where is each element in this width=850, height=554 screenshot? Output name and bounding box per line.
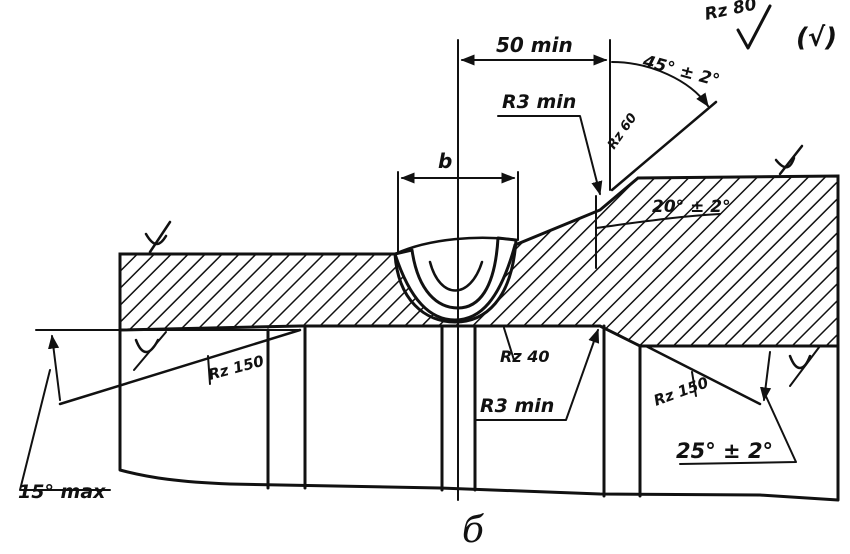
right-angle: 25° ± 2° [644,344,821,465]
angle-45-label: 45° ± 2° [640,51,722,91]
rz40-label: Rz 40 [500,347,549,366]
rz40: Rz 40 [500,327,549,366]
dim-50min-label: 50 min [496,33,573,57]
b-label: b [438,149,452,173]
rz150-right-label: Rz 150 [651,373,711,409]
weld-symbol-top-right [774,144,804,176]
r3min-top-label: R3 min [502,91,576,113]
figure-caption: б [462,510,485,551]
angle-20-label: 20° ± 2° [652,197,731,217]
angle-15-label: 15° max [18,481,106,503]
dimension-50min: 50 min [460,33,611,191]
surface-rz80-symbol: Rz 80 (√) [703,0,837,53]
angle-25-label: 25° ± 2° [676,439,773,463]
rz150-right: Rz 150 [651,371,711,410]
rz80-label: Rz 80 [703,0,759,25]
weld-symbol-top-left [144,220,172,254]
r3min-bottom-label: R3 min [480,395,554,417]
radius-bottom: R3 min [475,328,600,421]
paren-check-label: (√) [796,23,837,53]
transition-angle: 20° ± 2° [595,195,731,269]
radius-top: R3 min [497,91,603,196]
hatched-plate [118,174,840,348]
left-angle: 15° max [18,328,302,503]
base-body [118,324,840,502]
weld-groove [393,236,518,324]
dimension-b: b [397,149,519,253]
